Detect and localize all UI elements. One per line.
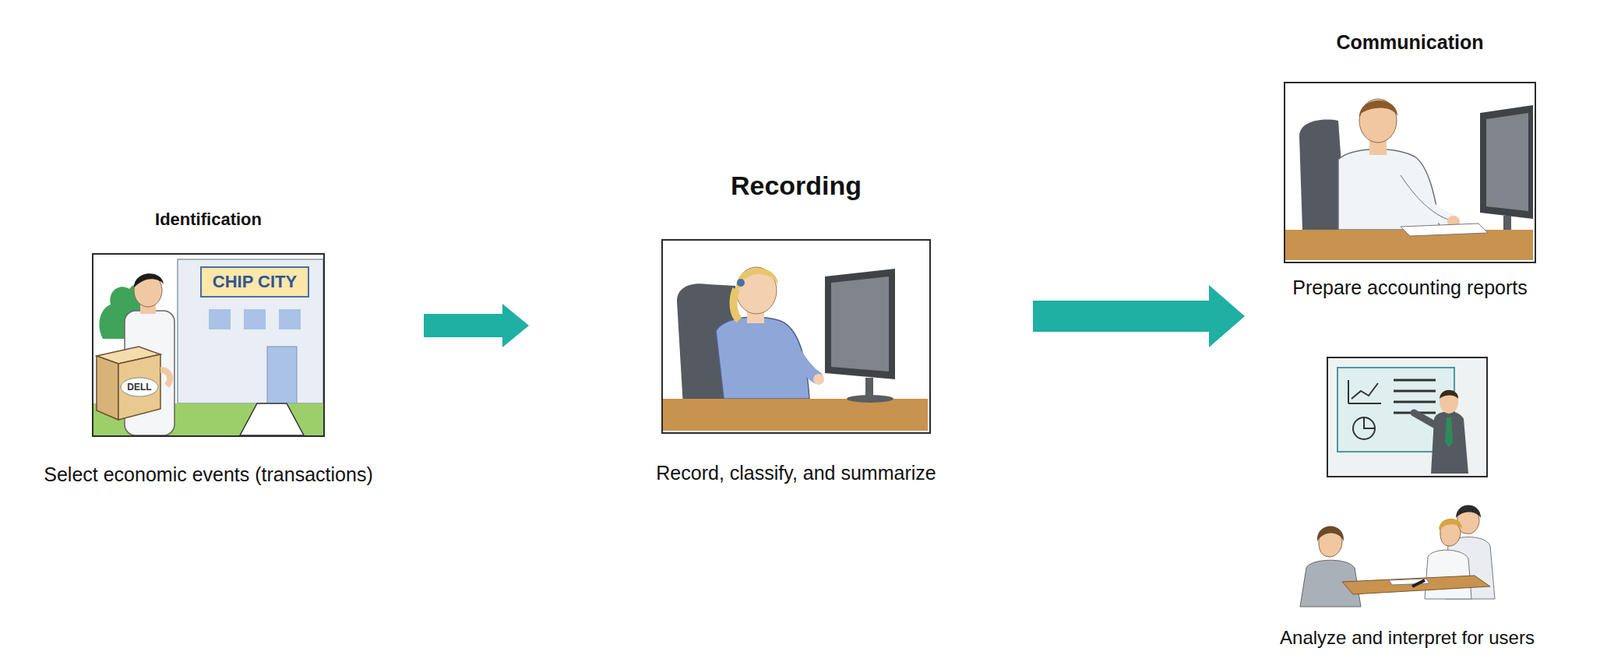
stage-frame: RecordingRecord, classify, and summarize (661, 239, 931, 434)
office-scene (661, 267, 928, 431)
stage-heading: Identification (155, 208, 262, 231)
stage-frame: Analyze and interpret for users (1326, 356, 1488, 478)
stage-heading: Communication (1336, 30, 1484, 54)
flow-arrow (1032, 285, 1245, 348)
writing-scene (1283, 98, 1534, 261)
presentation-scene (1328, 358, 1487, 476)
flow-arrow (423, 303, 529, 348)
stage-caption: Prepare accounting reports (1292, 275, 1528, 300)
store-sign: CHIP CITY (212, 271, 297, 293)
stage-heading: Recording (730, 169, 862, 201)
box-brand: DELL (126, 381, 152, 393)
meeting-people (1300, 505, 1495, 608)
stage-caption: Record, classify, and summarize (655, 461, 936, 485)
stage-caption: Select economic events (transactions) (43, 462, 373, 487)
store-scene (91, 259, 324, 436)
stage-frame: CommunicationPrepare accounting reports (1283, 81, 1537, 264)
stage-caption: Analyze and interpret for users (1279, 626, 1535, 649)
